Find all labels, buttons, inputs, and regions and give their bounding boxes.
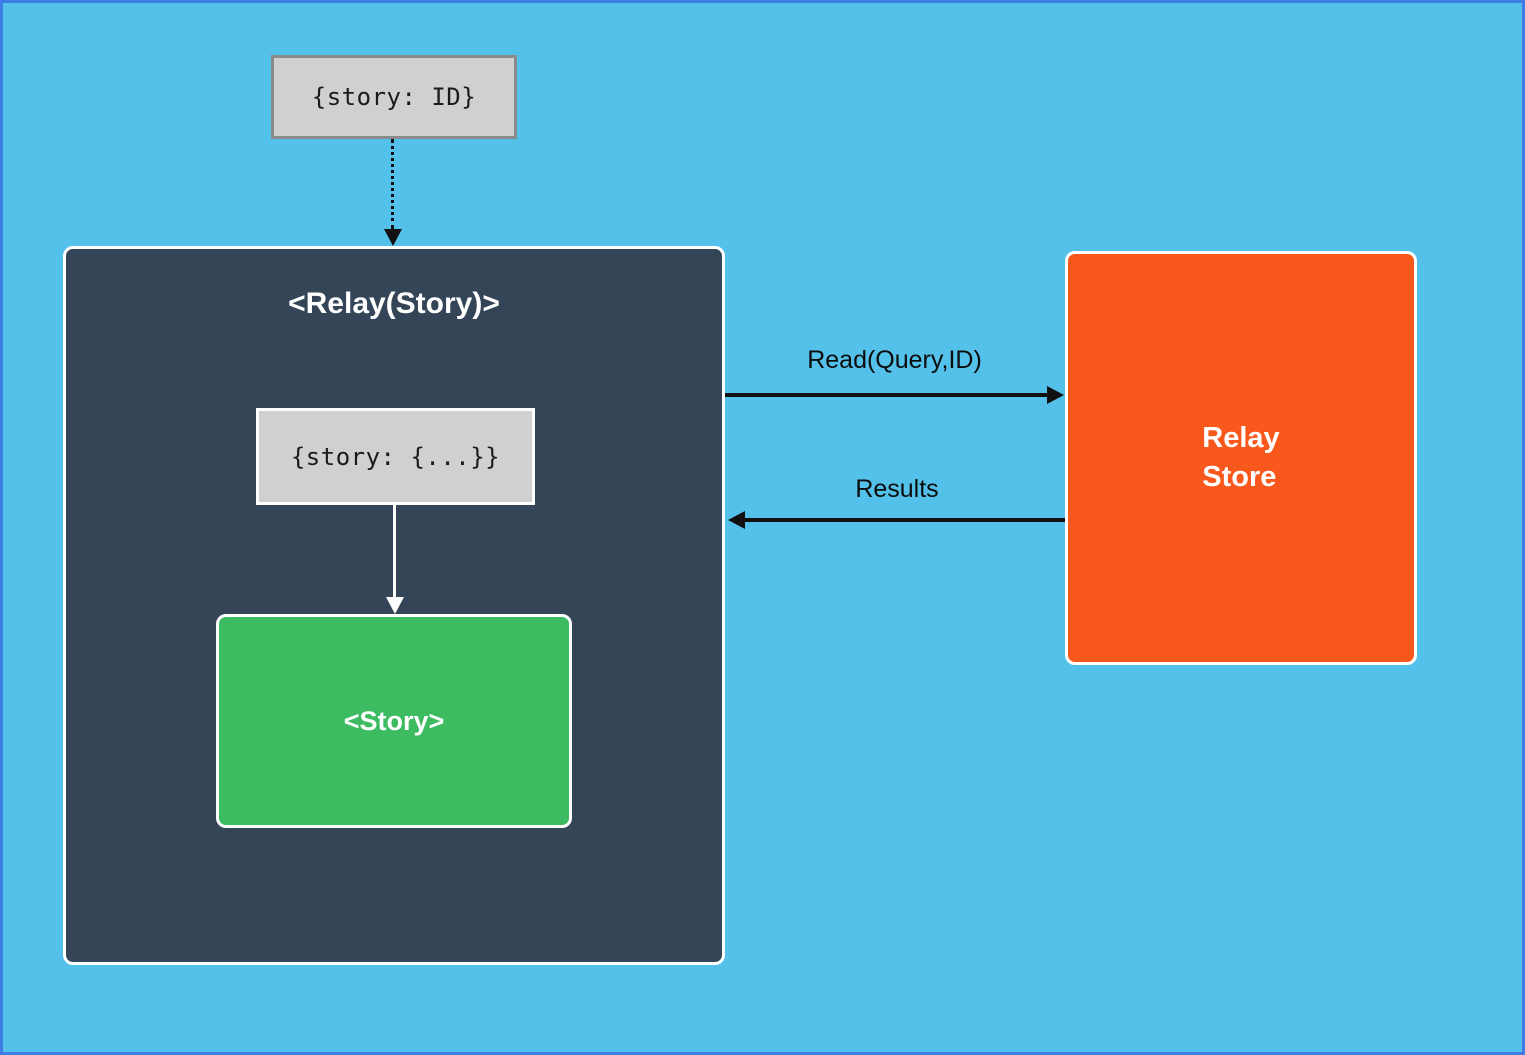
relay-store-box: Relay Store bbox=[1065, 251, 1417, 665]
query-arrow-line bbox=[391, 139, 394, 229]
props-arrow-head-icon bbox=[386, 597, 404, 614]
relay-store-title: Relay Store bbox=[1202, 422, 1280, 493]
results-arrow-head-icon bbox=[728, 511, 745, 529]
results-arrow-label: Results bbox=[855, 475, 939, 503]
results-arrow-line bbox=[744, 518, 1065, 522]
read-arrow-line bbox=[725, 393, 1049, 397]
read-arrow-head-icon bbox=[1047, 386, 1064, 404]
query-arrow-head-icon bbox=[384, 229, 402, 246]
story-box: <Story> bbox=[216, 614, 572, 828]
query-id-box: {story: ID} bbox=[271, 55, 517, 139]
relay-component-title: <Relay(Story)> bbox=[288, 287, 500, 320]
story-label: <Story> bbox=[343, 705, 445, 736]
read-arrow-label: Read(Query,ID) bbox=[807, 346, 982, 374]
props-code: {story: {...}} bbox=[290, 442, 501, 471]
query-id-code: {story: ID} bbox=[311, 83, 477, 111]
relay-component-box: <Relay(Story)> {story: {...}} <Story> bbox=[63, 246, 725, 965]
props-arrow-line bbox=[393, 505, 396, 598]
props-box: {story: {...}} bbox=[256, 408, 535, 505]
